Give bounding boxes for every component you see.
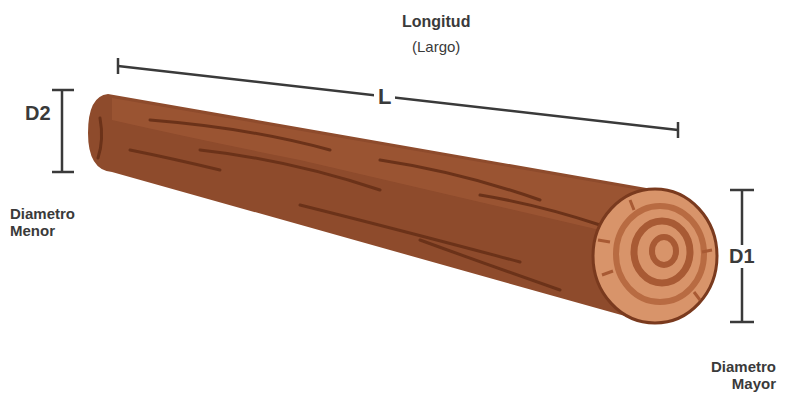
growth-ring xyxy=(652,237,676,265)
log-body xyxy=(88,94,652,323)
part-label: Diametro Menor xyxy=(10,205,100,240)
part-label: Diametro Mayor xyxy=(686,358,776,393)
length-dimension-line xyxy=(118,58,678,138)
dimension-title: Longitud xyxy=(402,13,470,31)
end-notches xyxy=(598,200,712,300)
growth-ring xyxy=(616,206,704,302)
growth-ring xyxy=(634,221,690,283)
dimension-subtitle: (Largo) xyxy=(412,38,460,55)
dimension-letter: L xyxy=(374,84,395,109)
log-end-face xyxy=(593,189,717,323)
dimension-letter: D1 xyxy=(725,245,759,268)
dimension-letter: D2 xyxy=(25,102,51,125)
wood-grain xyxy=(98,118,600,290)
minor-diameter-bracket xyxy=(52,90,74,172)
